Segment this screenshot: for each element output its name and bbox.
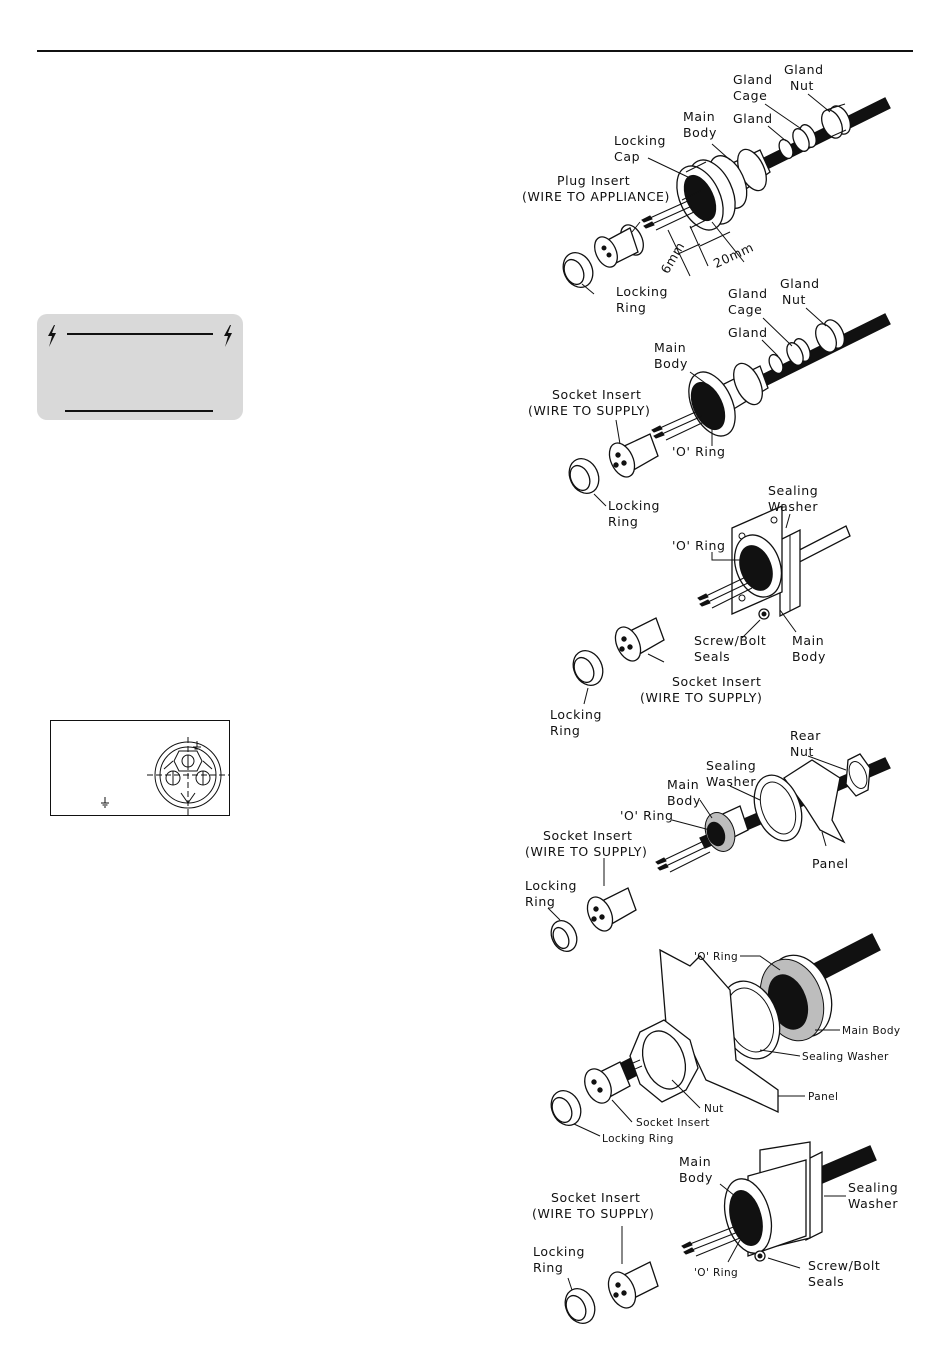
earth-ground-icon xyxy=(101,797,109,808)
gland-part xyxy=(768,353,784,375)
main-body-part xyxy=(731,505,783,615)
label-nut: Nut xyxy=(704,1103,724,1115)
pin-layout-diagram xyxy=(101,737,229,815)
panel-part xyxy=(783,759,846,844)
gland-cage-part xyxy=(786,338,811,366)
nut-part xyxy=(629,1019,699,1103)
label-dim-20mm: 20mm xyxy=(711,239,756,271)
rear-nut-part xyxy=(845,753,871,797)
label-gland: Gland xyxy=(733,111,773,126)
label-o-ring: 'O' Ring xyxy=(672,444,726,459)
sealing-washer-part xyxy=(753,774,803,842)
label-o-ring: 'O' Ring xyxy=(620,808,674,823)
locking-ring-part xyxy=(572,649,604,687)
warning-box xyxy=(37,314,243,420)
locking-ring-part xyxy=(562,251,594,289)
main-body-part xyxy=(688,362,769,437)
locking-ring-part xyxy=(564,1287,596,1325)
label-socket-insert: Socket Insert(WIRE TO SUPPLY) xyxy=(525,828,648,859)
label-socket-insert: Socket Insert(WIRE TO SUPPLY) xyxy=(528,387,651,418)
label-o-ring: 'O' Ring xyxy=(672,538,726,553)
label-socket-insert: Socket Insert(WIRE TO SUPPLY) xyxy=(532,1190,655,1221)
lightning-bolt-icon xyxy=(48,325,56,347)
main-body-part xyxy=(723,1141,811,1257)
socket-insert-part xyxy=(614,617,665,662)
label-gland: Gland xyxy=(728,325,768,340)
socket-insert-part xyxy=(608,433,659,478)
lightning-bolt-icon xyxy=(224,325,232,347)
locking-ring-part xyxy=(550,919,578,953)
gland-cage-part xyxy=(792,124,817,152)
label-panel: Panel xyxy=(812,856,849,871)
warning-rule-bottom xyxy=(65,410,213,412)
earth-ground-icon xyxy=(193,741,201,750)
locking-ring-part xyxy=(550,1089,582,1127)
label-o-ring: 'O' Ring xyxy=(694,1267,738,1279)
socket-insert-part xyxy=(584,1061,631,1104)
locking-cap-part xyxy=(676,159,736,231)
header-rule xyxy=(37,50,913,52)
label-panel: Panel xyxy=(808,1091,838,1103)
label-locking-ring: Locking Ring xyxy=(602,1133,674,1145)
socket-insert-part xyxy=(586,887,637,932)
label-o-ring: 'O' Ring xyxy=(694,951,738,963)
warning-rule-top xyxy=(67,333,213,335)
locking-ring-part xyxy=(568,457,600,495)
plug-insert-part xyxy=(594,224,644,268)
figure-large-panel-assembly: 'O' Ring Main Body Sealing Washer Panel … xyxy=(550,933,901,1145)
label-socket-insert: Socket Insert(WIRE TO SUPPLY) xyxy=(640,674,763,705)
gland-nut-part xyxy=(821,103,851,139)
label-main-body: Main Body xyxy=(842,1025,901,1037)
gland-nut-part xyxy=(815,319,845,353)
label-socket-insert: Socket Insert xyxy=(636,1117,710,1129)
label-dim-6mm: 6mm xyxy=(658,239,688,276)
gland-part xyxy=(778,138,794,160)
label-plug-insert: Plug Insert(WIRE TO APPLIANCE) xyxy=(522,173,670,204)
main-body-part xyxy=(704,805,749,852)
socket-insert-part xyxy=(607,1261,659,1309)
sealing-washer-part xyxy=(779,528,801,618)
pin-diagram-box xyxy=(50,720,230,816)
label-sealing-washer: Sealing Washer xyxy=(802,1051,889,1063)
